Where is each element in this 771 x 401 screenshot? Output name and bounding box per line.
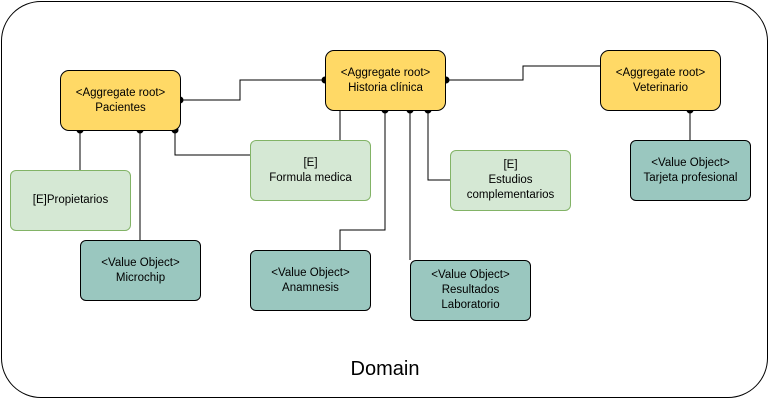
formula-medica-entity[interactable]: [E] Formula medica [250,140,371,201]
node-name-line2: complementarios [466,189,555,201]
pacientes-aggregate-root[interactable]: <Aggregate root> Pacientes [60,70,181,131]
node-name: Anamnesis [282,281,339,294]
veterinario-aggregate-root[interactable]: <Aggregate root> Veterinario [600,50,721,111]
connector-historia-anamnesis [339,110,386,250]
tarjeta-profesional-value-object[interactable]: <Value Object> Tarjeta profesional [630,140,751,201]
node-stereotype: <Aggregate root> [75,86,166,99]
node-name-line1: Estudios [488,174,533,186]
node-name: Formula medica [269,171,352,184]
node-stereotype: [E] [503,159,518,171]
node-name-line1: Resultados [441,284,500,296]
node-name-line2: Laboratorio [441,299,500,311]
connector-historia-veterinario [446,65,600,81]
node-stereotype: <Value Object> [651,156,730,169]
connector-pacientes-historia [180,79,325,101]
anamnesis-value-object[interactable]: <Value Object> Anamnesis [250,250,371,311]
node-name: Veterinario [633,81,688,94]
node-name: Historia clínica [348,81,423,94]
node-stereotype: <Value Object> [431,269,510,281]
connector-pacientes-formula [174,130,250,156]
node-name: Tarjeta profesional [643,171,738,184]
domain-label: Domain [338,354,432,384]
node-stereotype: <Value Object> [271,266,350,279]
node-stereotype: <Aggregate root> [615,66,706,79]
historia-clinica-aggregate-root[interactable]: <Aggregate root> Historia clínica [325,50,446,111]
node-name: Microchip [115,271,166,284]
microchip-value-object[interactable]: <Value Object> Microchip [80,240,201,301]
node-stereotype: [E] [303,156,318,169]
node-stereotype: <Value Object> [101,256,180,269]
node-stereotype: <Aggregate root> [340,66,431,79]
estudios-complementarios-entity[interactable]: [E] Estudios complementarios [450,150,571,211]
node-name: [E]Propietarios [32,194,109,206]
connector-historia-estudios [427,110,450,181]
node-name: Pacientes [95,101,146,114]
propietarios-entity[interactable]: [E]Propietarios [10,170,131,231]
resultados-laboratorio-value-object[interactable]: <Value Object> Resultados Laboratorio [410,260,531,321]
